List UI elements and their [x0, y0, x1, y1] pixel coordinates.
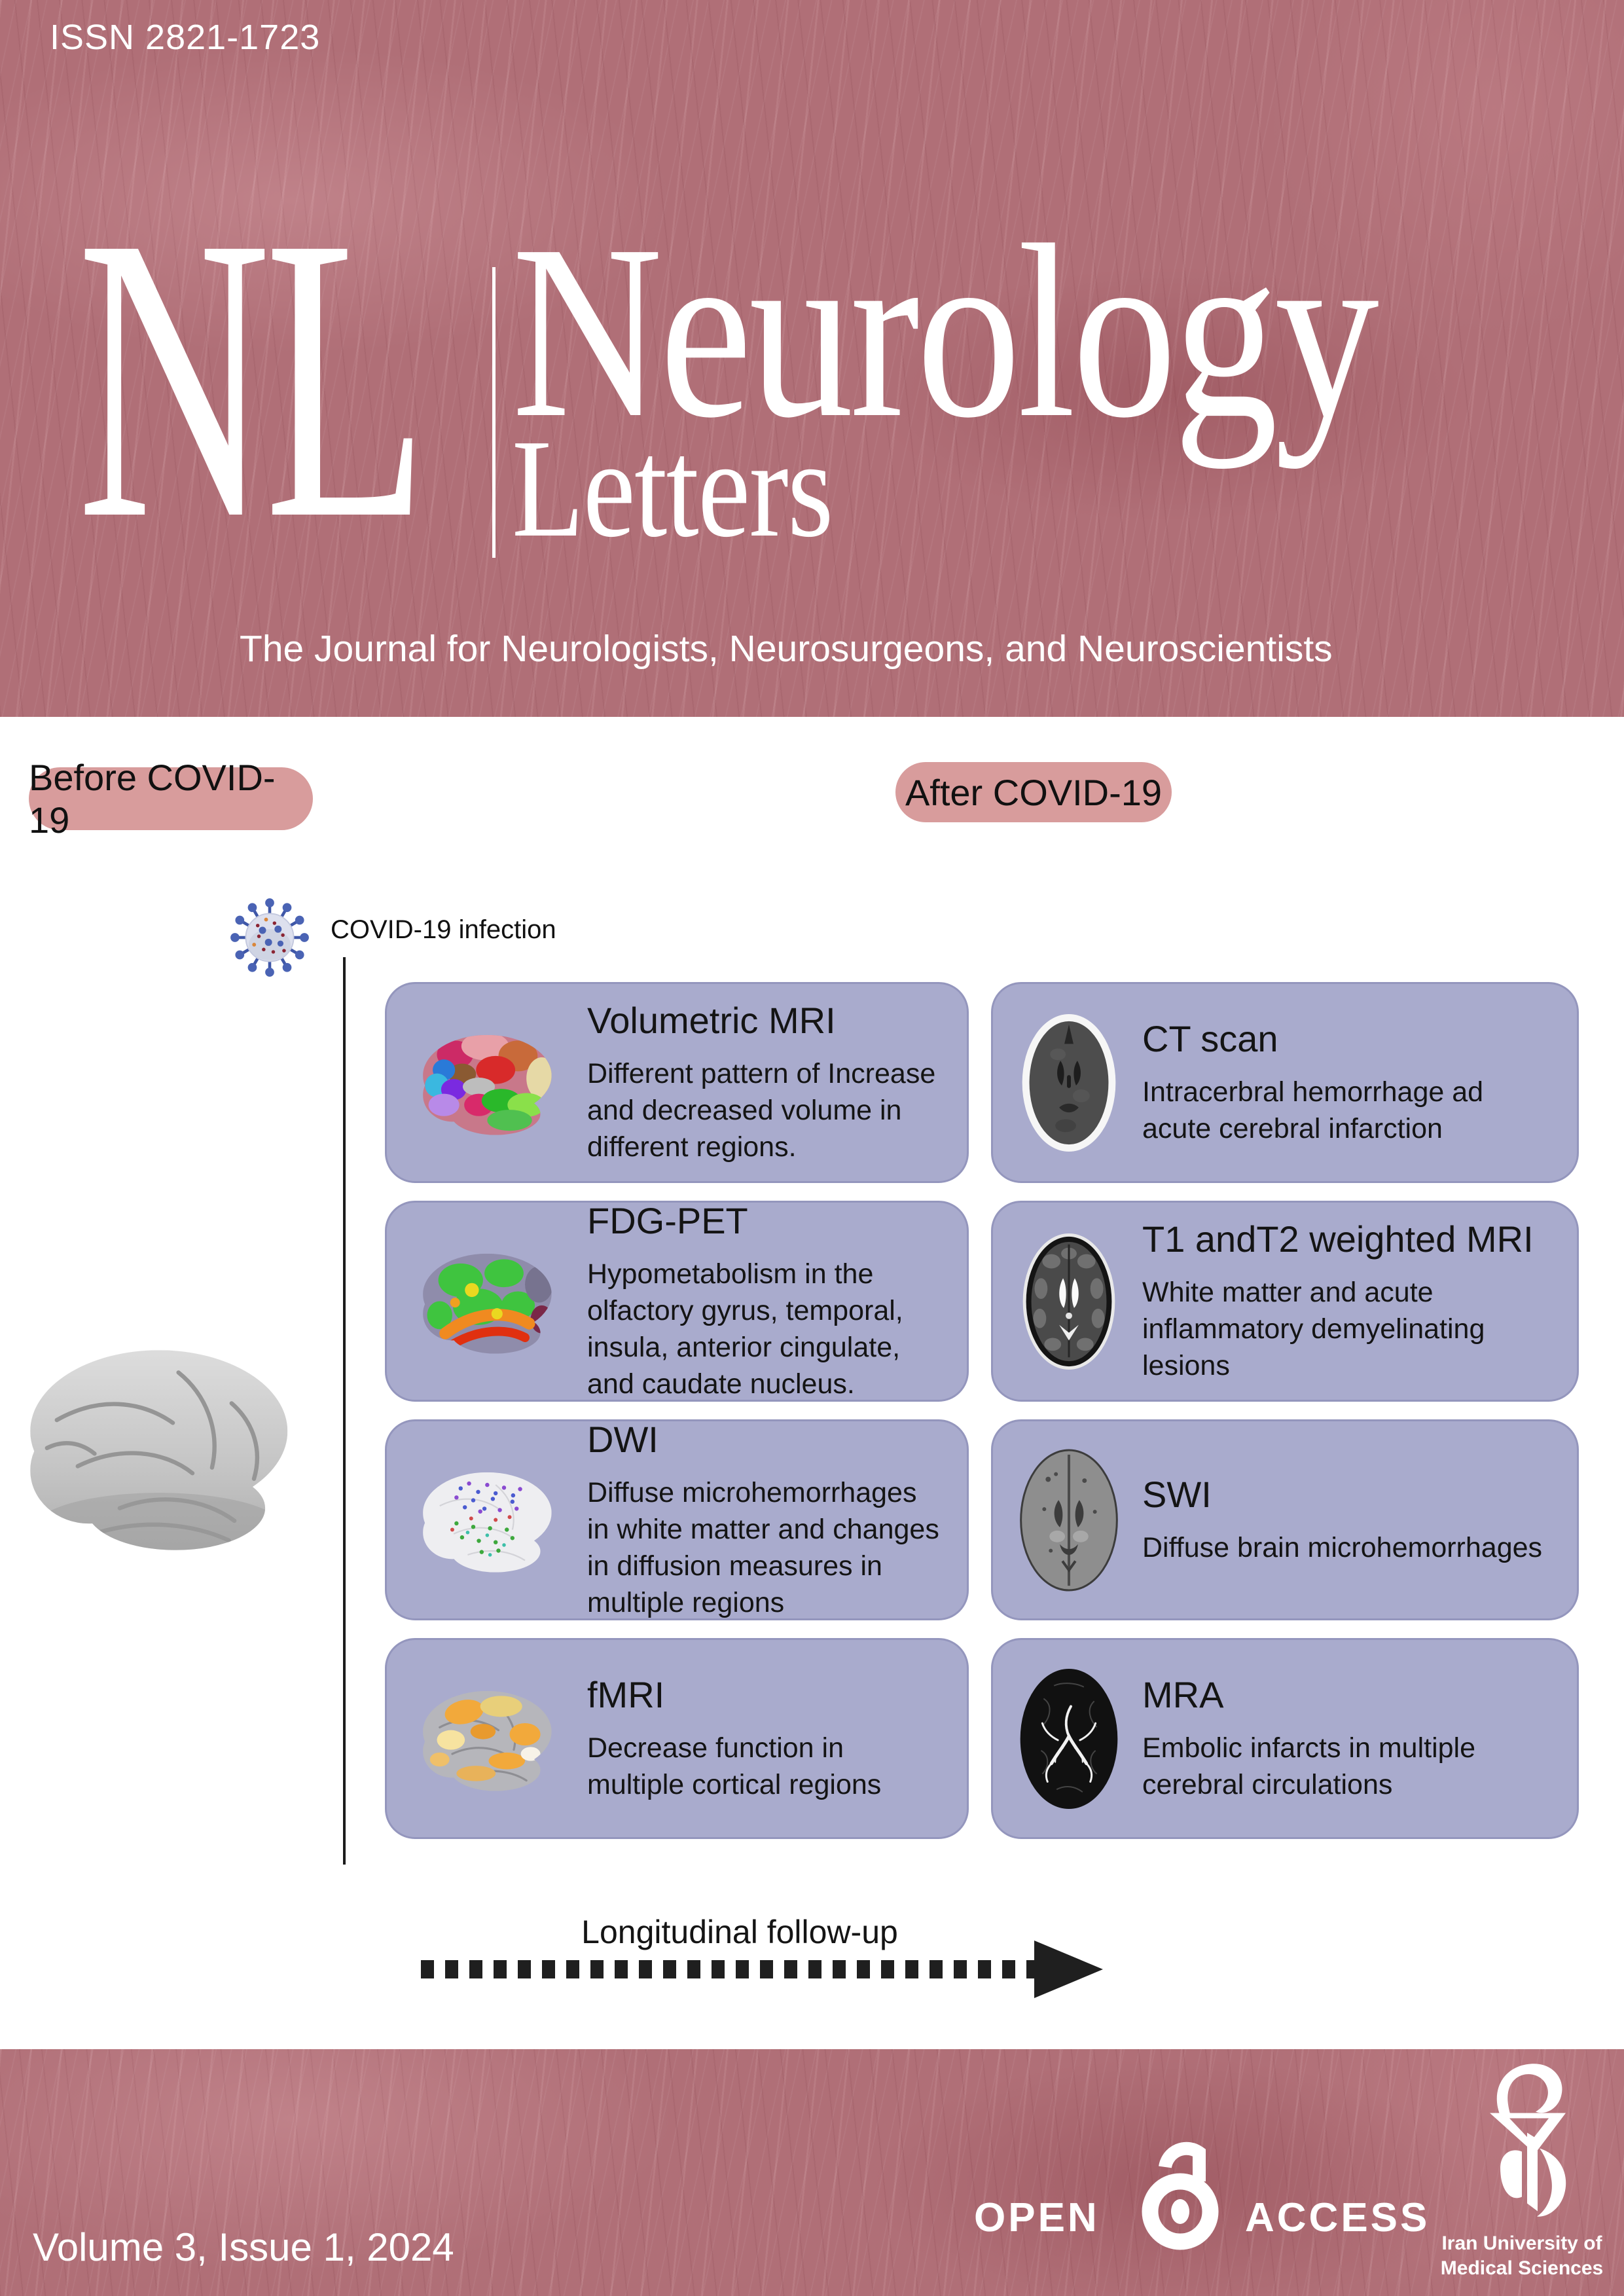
card-body: Diffuse microhemorrhages in white matter…	[587, 1477, 939, 1618]
card-body: White matter and acute inflammatory demy…	[1142, 1277, 1485, 1381]
followup-dashed-arrow	[421, 1960, 1034, 1978]
mra-axial-scan-image	[1010, 1666, 1128, 1812]
t2-mri-axial-scan-image	[1010, 1230, 1128, 1373]
ct-axial-scan-image	[1010, 1011, 1128, 1154]
issn-number: ISSN 2821-1723	[50, 18, 321, 57]
card-fdg-pet: FDG-PET Hypometabolism in the olfactory …	[385, 1200, 969, 1402]
journal-logo-abbrev: NL	[77, 154, 428, 603]
card-body: Different pattern of Increase and decrea…	[587, 1058, 936, 1163]
card-body: Decrease function in multiple cortical r…	[587, 1732, 882, 1800]
issue-info: Volume 3, Issue 1, 2024	[33, 2225, 454, 2269]
swi-axial-scan-image	[1010, 1447, 1128, 1594]
card-dwi: DWI Diffuse microhemorrhages in white ma…	[385, 1419, 969, 1620]
card-body: Intracerbral hemorrhage ad acute cerebra…	[1142, 1076, 1484, 1144]
logo-divider-bar	[492, 267, 496, 558]
journal-logo-name-line1: Neurology	[512, 194, 1379, 469]
open-access-word-access: ACCESS	[1245, 2195, 1430, 2240]
timeline-vertical-line	[343, 957, 346, 1865]
after-covid-label: After COVID-19	[895, 762, 1172, 822]
covid-infection-label: COVID-19 infection	[331, 915, 556, 944]
followup-arrowhead-icon	[1034, 1941, 1103, 1998]
card-t1-t2-mri: T1 andT2 weighted MRI White matter and a…	[991, 1201, 1579, 1402]
card-body: Diffuse brain microhemorrhages	[1142, 1532, 1543, 1564]
card-title: fMRI	[587, 1674, 665, 1716]
open-access-word-open: OPEN	[974, 2195, 1100, 2240]
publisher-name: Iran University of Medical Sciences	[1420, 2231, 1623, 2280]
publisher-name-line2: Medical Sciences	[1440, 2257, 1604, 2279]
card-title: Volumetric MRI	[587, 1000, 836, 1042]
card-swi: SWI Diffuse brain microhemorrhages	[991, 1419, 1579, 1620]
fmri-brain-lateral-image	[404, 1675, 573, 1802]
header-band: ISSN 2821-1723 NL Neurology Letters The …	[0, 0, 1624, 717]
fdg-pet-brain-lateral-image	[404, 1237, 573, 1365]
before-covid-label: Before COVID-19	[29, 757, 313, 841]
card-title: T1 andT2 weighted MRI	[1142, 1218, 1534, 1260]
journal-tagline: The Journal for Neurologists, Neurosurge…	[240, 628, 1333, 670]
publisher-name-line1: Iran University of	[1441, 2232, 1602, 2254]
iums-emblem-icon	[1490, 2064, 1566, 2217]
card-body: Hypometabolism in the olfactory gyrus, t…	[587, 1258, 903, 1400]
footer-band	[0, 2049, 1624, 2296]
gray-brain-lateral-image	[30, 1350, 288, 1550]
card-volumetric-mri: Volumetric MRI Different pattern of Incr…	[385, 982, 969, 1183]
card-ct-scan: CT scan Intracerbral hemorrhage ad acute…	[991, 982, 1579, 1183]
card-mra: MRA Embolic infarcts in multiple cerebra…	[991, 1638, 1579, 1839]
imaging-cards-grid: Volumetric MRI Different pattern of Incr…	[385, 982, 1579, 1839]
longitudinal-followup-label: Longitudinal follow-up	[581, 1914, 898, 1950]
covid-virus-icon	[230, 898, 309, 977]
parcellation-brain-lateral-image	[404, 1019, 573, 1146]
open-lock-icon	[1142, 2141, 1219, 2250]
card-title: DWI	[587, 1419, 659, 1461]
card-title: SWI	[1142, 1474, 1212, 1516]
card-title: CT scan	[1142, 1018, 1278, 1060]
dwi-brain-lateral-image	[404, 1456, 573, 1584]
journal-logo-name-line2: Letters	[512, 410, 833, 566]
card-fmri: fMRI Decrease function in multiple corti…	[385, 1638, 969, 1839]
card-title: FDG-PET	[587, 1200, 748, 1242]
card-title: MRA	[1142, 1674, 1224, 1716]
card-body: Embolic infarcts in multiple cerebral ci…	[1142, 1732, 1476, 1800]
